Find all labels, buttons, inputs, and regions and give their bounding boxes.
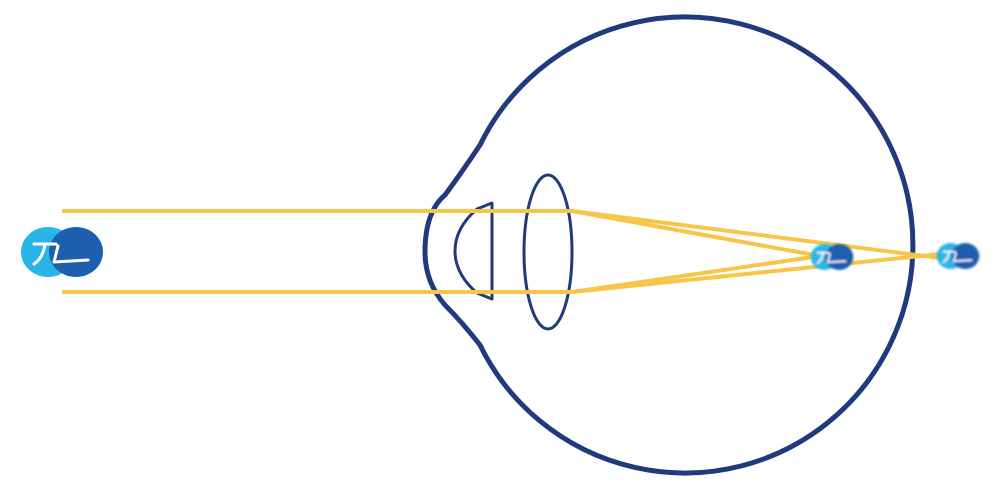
- cornea: [453, 201, 494, 301]
- blue-lens-logo-icon: [19, 225, 105, 279]
- blurred-lens-logo-icon: [809, 243, 855, 271]
- eyeball-outline: [422, 14, 916, 476]
- refracted-ray-top-to-focus: [571, 209, 821, 258]
- light-rays: [62, 209, 941, 294]
- refracted-ray-top-to-retina: [571, 209, 941, 260]
- blurred-lens-logo-icon: [935, 242, 981, 270]
- refracted-ray-bottom-to-focus: [571, 254, 821, 294]
- refracted-ray-bottom-to-retina: [571, 252, 941, 294]
- crystalline-lens: [522, 173, 574, 331]
